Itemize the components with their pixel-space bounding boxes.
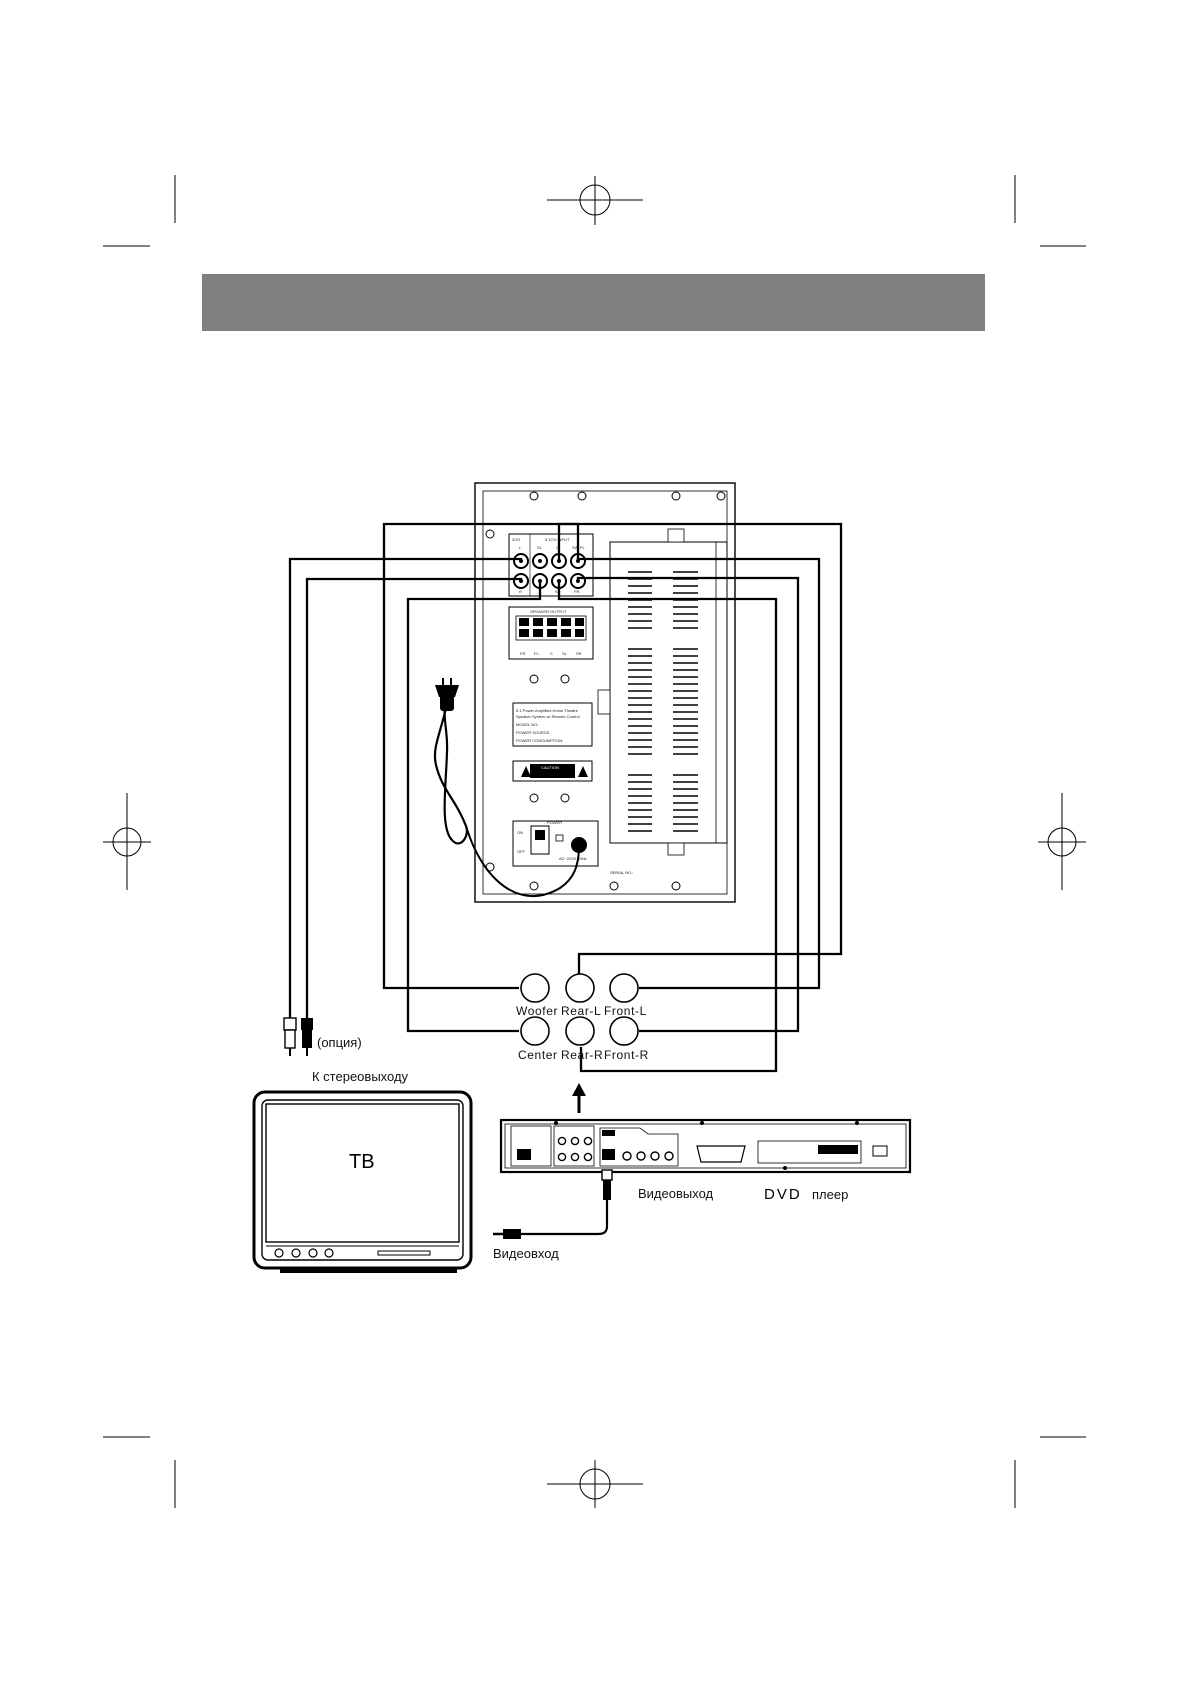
speaker-label-sl: SL [562, 651, 568, 656]
jack-label-sw: SW [572, 545, 579, 550]
rca-jack-icons [557, 1136, 593, 1162]
jack-label-fl: FL [580, 545, 585, 550]
to-stereo-output-label: К стереовыходу [312, 1069, 409, 1084]
video-out-label: Видеовыход [638, 1186, 714, 1201]
rating-line-3: MODEL NO.: [516, 722, 539, 727]
caution-label: CAUTION [512, 760, 593, 782]
power-on-label: ON [517, 830, 523, 835]
arrow-up-icon [572, 1083, 586, 1113]
rating-line-5: POWER CONSUMPTION: [516, 738, 563, 743]
tv-set [252, 1090, 473, 1273]
power-panel: POWER ON OFF AC~220V 50Hz [512, 820, 599, 867]
tv-screen [265, 1103, 460, 1243]
speaker-connectors [520, 973, 639, 1046]
jack-label-l: L [519, 545, 522, 550]
warning-icon [521, 766, 531, 777]
jack-label-sl: SL [537, 545, 543, 550]
ac-socket-icon [571, 837, 587, 853]
connector-label-front-r: Front-R [604, 1048, 649, 1062]
rating-line-2: Speaker System w/ Remote Control [516, 714, 580, 719]
video-in-label: Видеовход [493, 1246, 559, 1261]
speaker-output-panel: SPEAKER OUTPUT FR FL C SL SR [508, 606, 594, 660]
jack-label-c: C [556, 545, 559, 550]
connector-front-l[interactable] [609, 973, 639, 1003]
dvd-player-word-label: плеер [812, 1187, 848, 1202]
power-title: POWER [547, 820, 562, 825]
power-cord [433, 678, 580, 898]
rating-line-4: POWER SOURCE: [516, 730, 550, 735]
jack-label-r: R [519, 589, 522, 594]
connector-front-r[interactable] [609, 1016, 639, 1046]
caution-title: CAUTION [541, 765, 559, 770]
rca-plug-icons [283, 1017, 313, 1056]
speaker-label-c: C [550, 651, 553, 656]
connector-label-center: Center [518, 1048, 558, 1062]
connector-rear-r[interactable] [565, 1016, 595, 1046]
connector-label-front-l: Front-L [604, 1004, 647, 1018]
connector-woofer[interactable] [520, 973, 550, 1003]
tv-button-icons [274, 1248, 334, 1258]
serial-number-label: SERIAL NO.: [610, 870, 633, 875]
video-cable [493, 1169, 613, 1239]
registration-mark-left [103, 793, 151, 890]
rating-line-1: 5.1 Power Amplified Home Theatre [516, 708, 579, 713]
power-off-label: OFF [517, 849, 526, 854]
speaker-output-title: SPEAKER OUTPUT [530, 609, 567, 614]
speaker-label-fr: FR [520, 651, 525, 656]
input-jacks-panel: 2CH 5.1CH INPUT L SL C SW FL R SR FR [508, 533, 594, 597]
warning-icon [578, 766, 588, 777]
connector-label-woofer: Woofer [516, 1004, 558, 1018]
header-bar [202, 274, 985, 331]
registration-mark-bottom [547, 1460, 643, 1508]
connector-label-rear-r: Rear-R [561, 1048, 603, 1062]
registration-mark-top [547, 176, 643, 225]
connector-center[interactable] [520, 1016, 550, 1046]
plug-icon [440, 693, 454, 711]
tv-label: ТВ [349, 1151, 375, 1173]
subwoofer-rear-panel: 2CH 5.1CH INPUT L SL C SW FL R SR FR SPE… [474, 482, 736, 903]
connector-rear-l[interactable] [565, 973, 595, 1003]
connector-label-rear-l: Rear-L [561, 1004, 601, 1018]
ac-input-label: AC~220V 50Hz [559, 856, 587, 861]
jack-label-sr: SR [555, 589, 561, 594]
input-group-label-5-1ch: 5.1CH INPUT [545, 537, 570, 542]
jack-label-fr: FR [574, 589, 579, 594]
speaker-label-fl: FL [534, 651, 539, 656]
dvd-player [499, 1118, 912, 1174]
crop-marks [103, 175, 1086, 1508]
speaker-cables [288, 522, 843, 1073]
speaker-label-sr: SR [576, 651, 582, 656]
dvd-brand-label: DVD [764, 1186, 802, 1203]
heatsink-vent [597, 528, 728, 856]
input-group-label-2ch: 2CH [512, 537, 520, 542]
option-label: (опция) [317, 1035, 362, 1050]
registration-mark-right [1038, 793, 1086, 890]
rating-label: 5.1 Power Amplified Home Theatre Speaker… [512, 702, 593, 747]
